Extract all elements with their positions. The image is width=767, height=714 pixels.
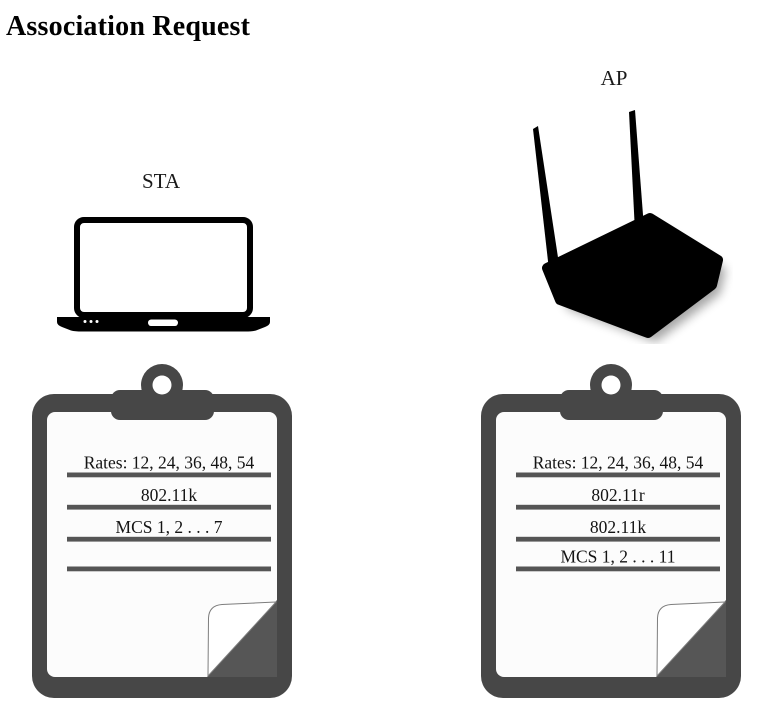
- laptop-screen: [74, 217, 253, 318]
- clipboard-clip: [111, 390, 214, 420]
- clipboard-row: Rates: 12, 24, 36, 48, 54: [84, 453, 255, 473]
- clipboard-sta: Rates: 12, 24, 36, 48, 54 802.11k MCS 1,…: [32, 364, 292, 698]
- clipboard-clip: [560, 390, 663, 420]
- clipboard-ap: Rates: 12, 24, 36, 48, 54 802.11r 802.11…: [481, 364, 741, 698]
- laptop-dot: [89, 320, 93, 323]
- clipboard-row: Rates: 12, 24, 36, 48, 54: [533, 453, 704, 473]
- ap-label: AP: [600, 66, 628, 90]
- router-antenna-right: [629, 110, 644, 232]
- clipboard-row: 802.11k: [590, 517, 646, 537]
- page-title: Association Request: [6, 11, 251, 42]
- clipboard-row: 802.11k: [141, 485, 197, 505]
- ruled-line: [516, 536, 720, 542]
- page-fold-flap: [207, 601, 278, 678]
- ruled-line: [516, 566, 720, 572]
- clipboard-clip-hole: [601, 375, 621, 395]
- laptop-icon: [57, 217, 270, 332]
- laptop-dot: [95, 320, 99, 323]
- ruled-line: [67, 472, 271, 478]
- ruled-line: [67, 566, 271, 572]
- sta-label: STA: [142, 169, 180, 193]
- clipboard-clip-hole: [152, 375, 172, 395]
- clipboard-row: 802.11r: [591, 485, 644, 505]
- router-body: [542, 213, 723, 338]
- laptop-trackpad-notch: [148, 319, 178, 326]
- ruled-line: [67, 536, 271, 542]
- ruled-line: [67, 504, 271, 510]
- laptop-dot: [83, 320, 87, 323]
- router-icon: [533, 110, 726, 342]
- clipboard-row: MCS 1, 2 . . . 7: [116, 517, 223, 537]
- clipboard-row: MCS 1, 2 . . . 11: [560, 547, 675, 567]
- ruled-line: [516, 472, 720, 478]
- ruled-line: [516, 504, 720, 510]
- page-fold-flap: [656, 601, 727, 678]
- router-antenna-left: [533, 126, 559, 270]
